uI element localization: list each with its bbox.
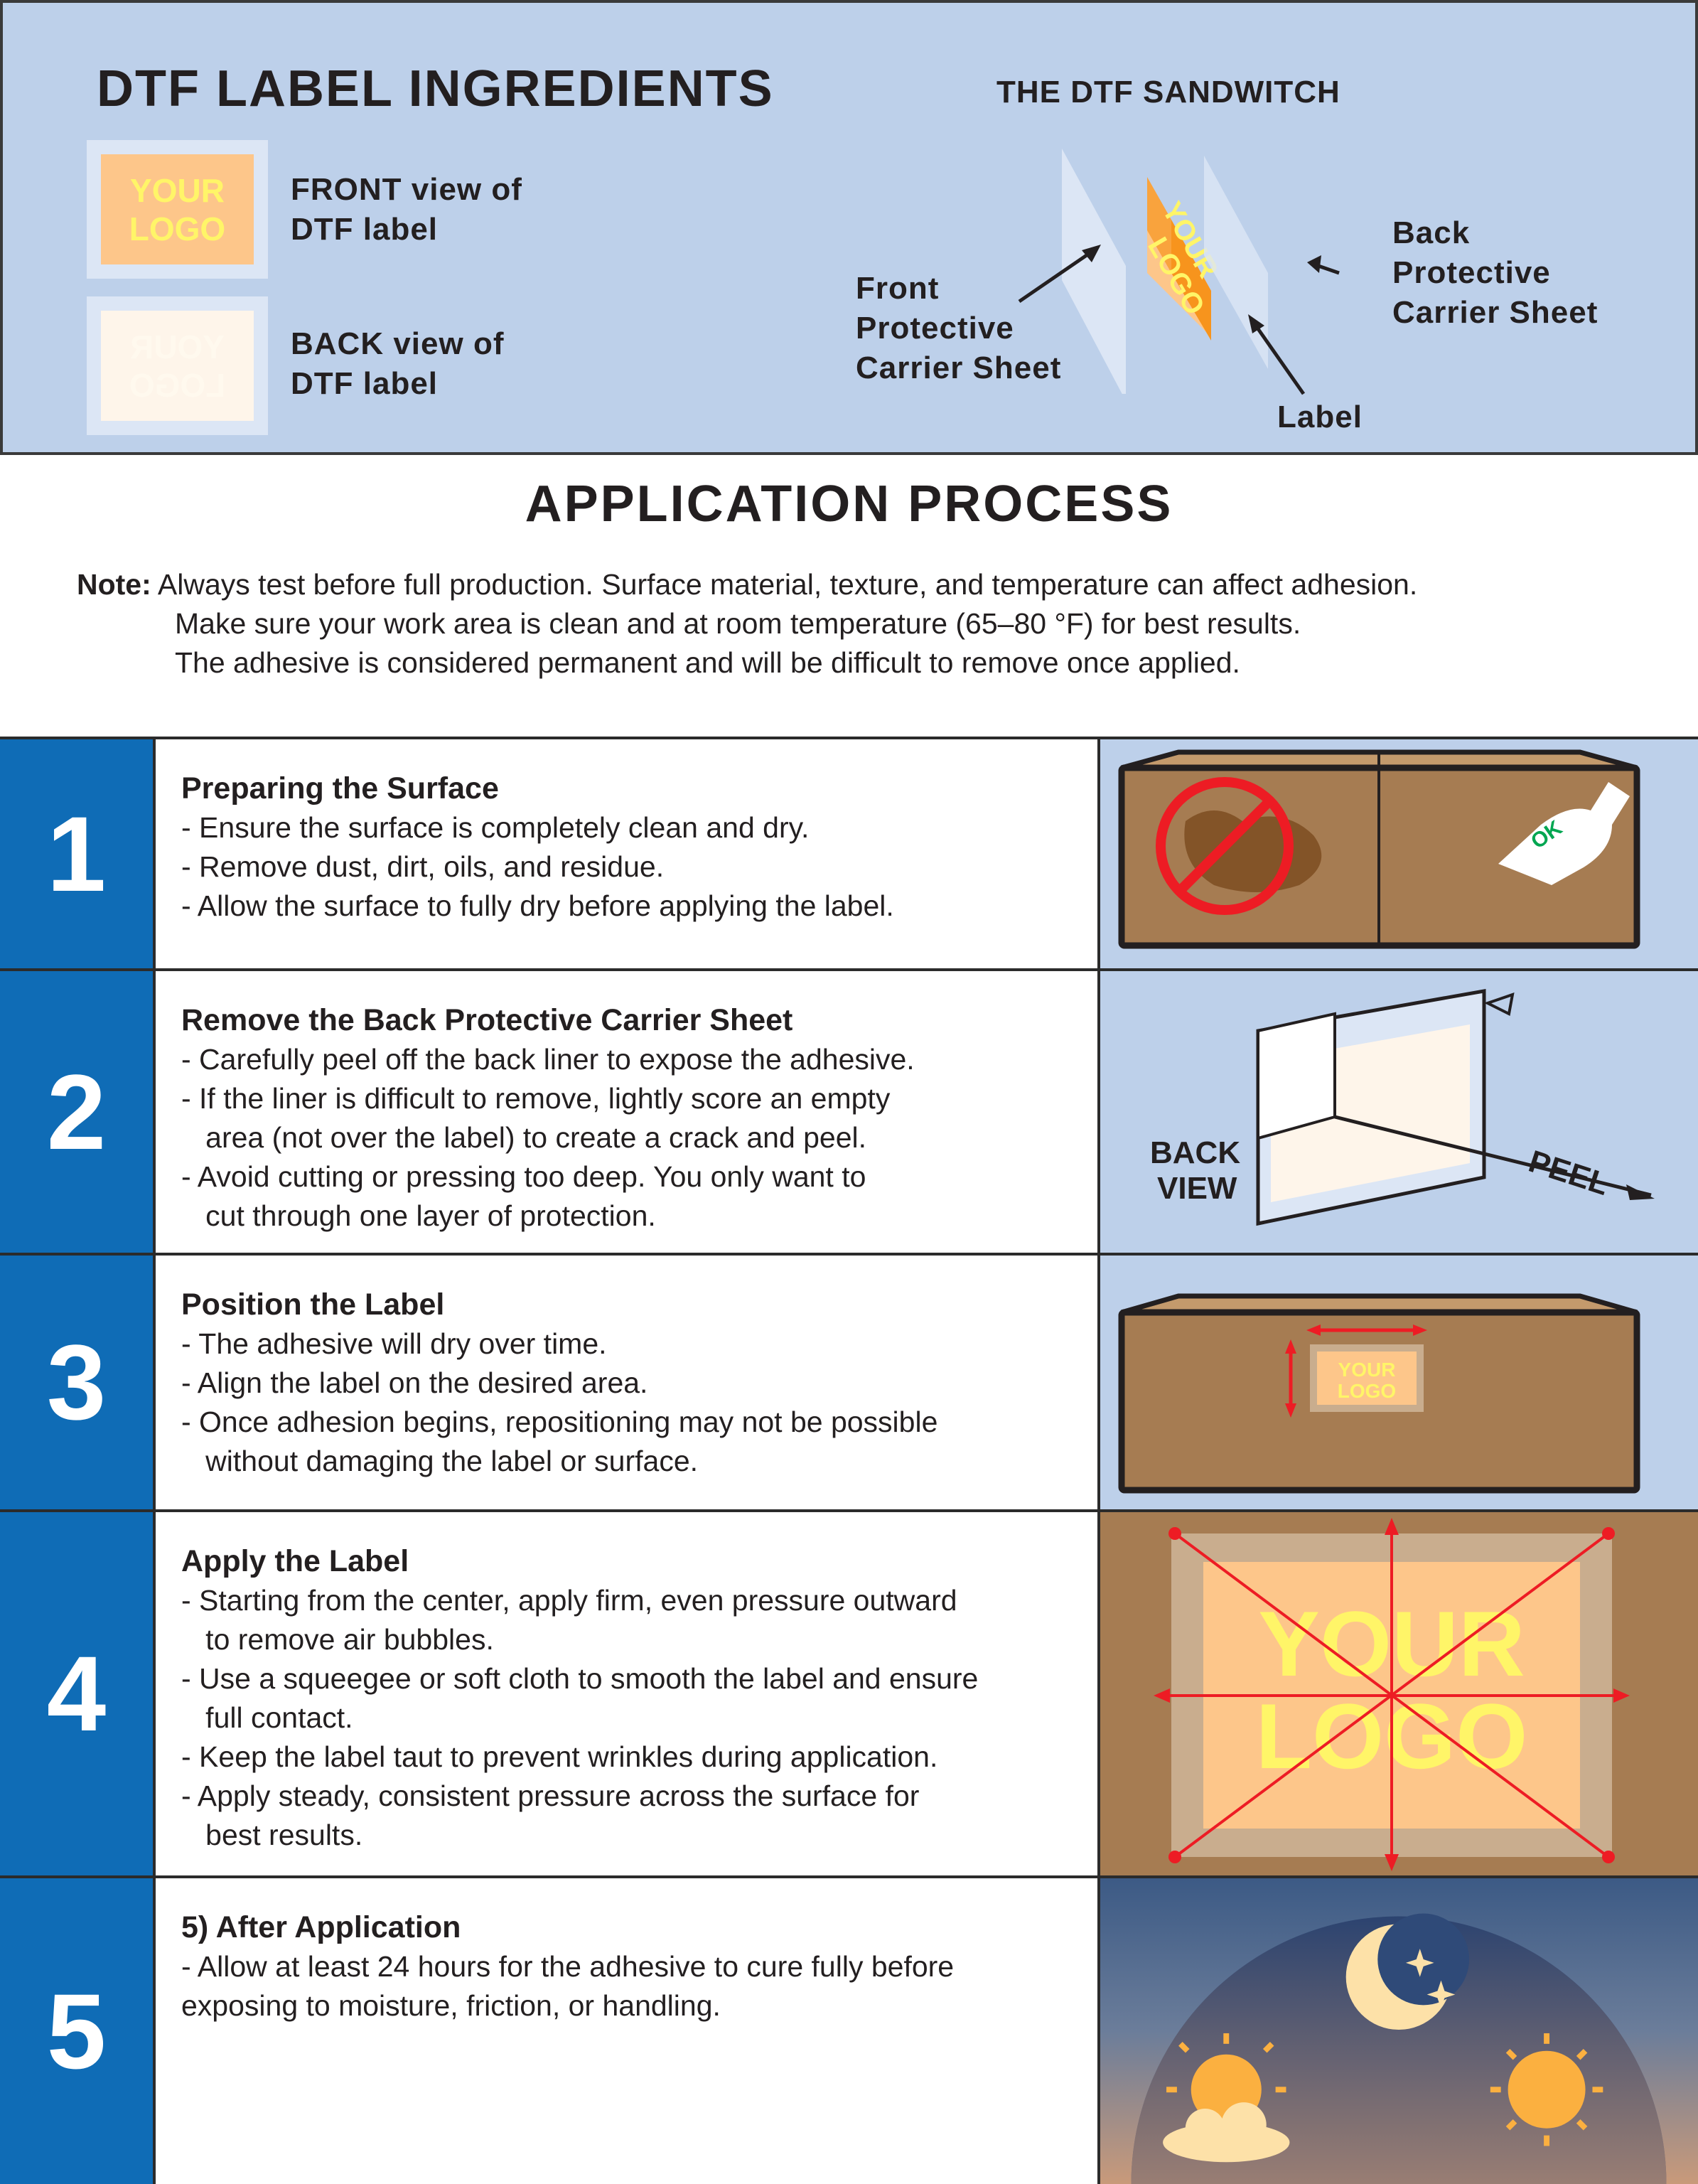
note: Note: Always test before full production…: [77, 565, 1417, 682]
process-title: APPLICATION PROCESS: [525, 476, 1173, 532]
step-number: 2: [0, 971, 156, 1253]
step-bullet: - Avoid cutting or pressing too deep. Yo…: [181, 1160, 866, 1232]
step-bullet: - Allow at least 24 hours for the adhesi…: [181, 1950, 955, 2022]
step-row-1: 1 Preparing the Surface - Ensure the sur…: [0, 737, 1698, 968]
sandwich-diagram: YOUR LOGO: [1062, 149, 1268, 394]
step-title: Apply the Label: [181, 1544, 409, 1578]
logo-text: YOUR: [130, 171, 225, 209]
step-text: 5) After Application - Allow at least 24…: [156, 1878, 1100, 2184]
moon-icon: [1345, 1913, 1470, 2030]
step-bullet: - Allow the surface to fully dry before …: [181, 889, 894, 922]
step-bullet: - If the liner is difficult to remove, l…: [181, 1082, 891, 1154]
step-bullet: - Once adhesion begins, repositioning ma…: [181, 1406, 938, 1477]
sun-cloud-icon: [1163, 2033, 1290, 2163]
note-label: Note:: [77, 568, 151, 601]
caption-line: FRONT view of: [291, 172, 522, 207]
step-bullet: - Keep the label taut to prevent wrinkle…: [181, 1740, 938, 1773]
step-title: Preparing the Surface: [181, 771, 499, 805]
note-line: Always test before full production. Surf…: [157, 568, 1418, 601]
caption-line: Carrier Sheet: [1392, 295, 1598, 330]
note-line: Make sure your work area is clean and at…: [175, 607, 1301, 640]
prohibited-icon: [1156, 777, 1294, 915]
note-line: The adhesive is considered permanent and…: [175, 646, 1240, 679]
logo-text: LOGO: [1338, 1380, 1396, 1402]
peel-back-illustration: BACK VIEW PEEL: [1100, 971, 1698, 1253]
step-bullet: - Ensure the surface is completely clean…: [181, 811, 810, 844]
position-label-illustration: YOUR LOGO: [1100, 1256, 1698, 1509]
caption-line: Protective: [1392, 255, 1551, 290]
step-title: Remove the Back Protective Carrier Sheet: [181, 1003, 793, 1037]
logo-text: YOUR: [130, 328, 225, 365]
sun-icon: [1490, 2033, 1603, 2146]
step-bullet: - Apply steady, consistent pressure acro…: [181, 1779, 920, 1851]
step-bullet: - Align the label on the desired area.: [181, 1366, 648, 1399]
caption-line: Protective: [856, 311, 1014, 346]
step-number: 1: [0, 739, 156, 968]
step-row-2: 2 Remove the Back Protective Carrier She…: [0, 968, 1698, 1253]
peel-text: PEEL: [1525, 1144, 1613, 1202]
caption-line: Front: [856, 271, 940, 306]
step-text: Preparing the Surface - Ensure the surfa…: [156, 739, 1100, 968]
ingredients-title: DTF LABEL INGREDIENTS: [97, 60, 774, 117]
caption-line: DTF label: [291, 366, 439, 401]
step-text: Position the Label - The adhesive will d…: [156, 1256, 1100, 1509]
outward-arrows-icon: [1161, 1526, 1623, 1864]
caption-line: Back: [1392, 215, 1471, 250]
back-view-text: VIEW: [1157, 1171, 1237, 1206]
step-title: Position the Label: [181, 1288, 445, 1322]
caption-line: Carrier Sheet: [856, 350, 1062, 385]
step-title: 5) After Application: [181, 1910, 461, 1944]
caption-line: BACK view of: [291, 326, 505, 361]
caption-line: DTF label: [291, 212, 439, 247]
logo-text: LOGO: [129, 366, 226, 404]
logo-text: LOGO: [129, 210, 226, 247]
step-row-3: 3 Position the Label - The adhesive will…: [0, 1253, 1698, 1509]
step-number: 3: [0, 1256, 156, 1509]
clean-surface-illustration: OK: [1100, 739, 1698, 968]
step-row-5: 5 5) After Application - Allow at least …: [0, 1875, 1698, 2184]
label-caption: Label: [1277, 400, 1363, 434]
step-row-4: 4 Apply the Label - Starting from the ce…: [0, 1509, 1698, 1875]
step-bullet: - Remove dust, dirt, oils, and residue.: [181, 850, 665, 883]
back-view-text: BACK: [1150, 1135, 1240, 1170]
step-text: Remove the Back Protective Carrier Sheet…: [156, 971, 1100, 1253]
step-bullet: - Starting from the center, apply firm, …: [181, 1584, 957, 1656]
sandwich-title: THE DTF SANDWITCH: [996, 75, 1340, 109]
sandwich-arrows: [1018, 245, 1340, 395]
star-icon: [1405, 1949, 1456, 2009]
back-view-caption: BACK view of DTF label: [291, 324, 504, 404]
step-bullet: - Carefully peel off the back liner to e…: [181, 1043, 915, 1076]
step-bullet: - Use a squeegee or soft cloth to smooth…: [181, 1662, 979, 1734]
step-bullet: - The adhesive will dry over time.: [181, 1327, 607, 1360]
step-text: Apply the Label - Starting from the cent…: [156, 1512, 1100, 1875]
step-number: 4: [0, 1512, 156, 1875]
logo-text: YOUR: [1338, 1359, 1396, 1381]
front-view-caption: FRONT view of DTF label: [291, 170, 522, 250]
day-night-illustration: [1100, 1878, 1698, 2184]
step-number: 5: [0, 1878, 156, 2184]
apply-pressure-illustration: YOUR LOGO: [1100, 1512, 1698, 1875]
